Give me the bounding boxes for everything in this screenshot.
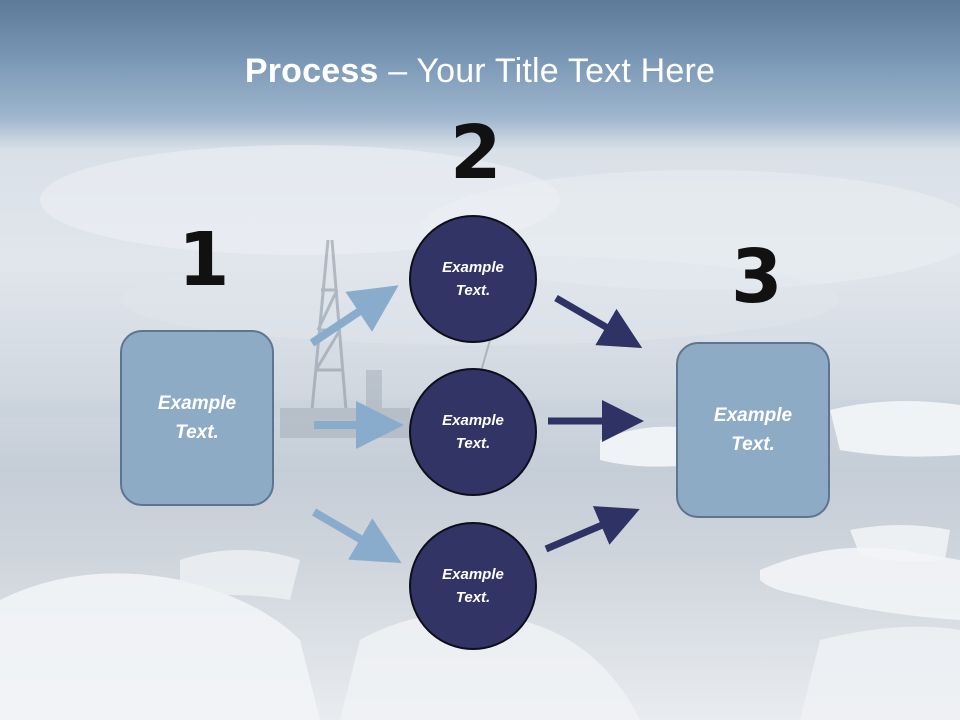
step-number-3: 3 bbox=[731, 234, 783, 320]
circle-node-middle: Example Text. bbox=[409, 368, 537, 496]
circle-node-top-text: Example Text. bbox=[442, 259, 504, 299]
arrow-top-circle-to-box3 bbox=[554, 294, 643, 349]
step-1-text: Example Text. bbox=[157, 393, 237, 443]
step-3-text: Example Text. bbox=[713, 405, 793, 455]
step-3-box: Example Text. bbox=[676, 342, 830, 518]
arrow-box1-to-bottom-circle bbox=[311, 508, 402, 564]
step-number-1: 1 bbox=[178, 217, 230, 303]
step-number-2: 2 bbox=[450, 110, 502, 196]
circle-node-bottom: Example Text. bbox=[409, 522, 537, 650]
arrow-bottom-circle-to-box3 bbox=[544, 506, 640, 553]
arrow-box1-to-top-circle bbox=[309, 285, 399, 347]
circle-node-middle-text: Example Text. bbox=[442, 412, 504, 452]
title-rest: – Your Title Text Here bbox=[378, 52, 716, 90]
title-bold: Process bbox=[244, 52, 379, 90]
circle-node-top: Example Text. bbox=[409, 215, 537, 343]
circle-node-bottom-text: Example Text. bbox=[442, 566, 504, 606]
step-1-box: Example Text. bbox=[120, 330, 274, 506]
slide-title: Process – Your Title Text Here bbox=[0, 52, 960, 91]
